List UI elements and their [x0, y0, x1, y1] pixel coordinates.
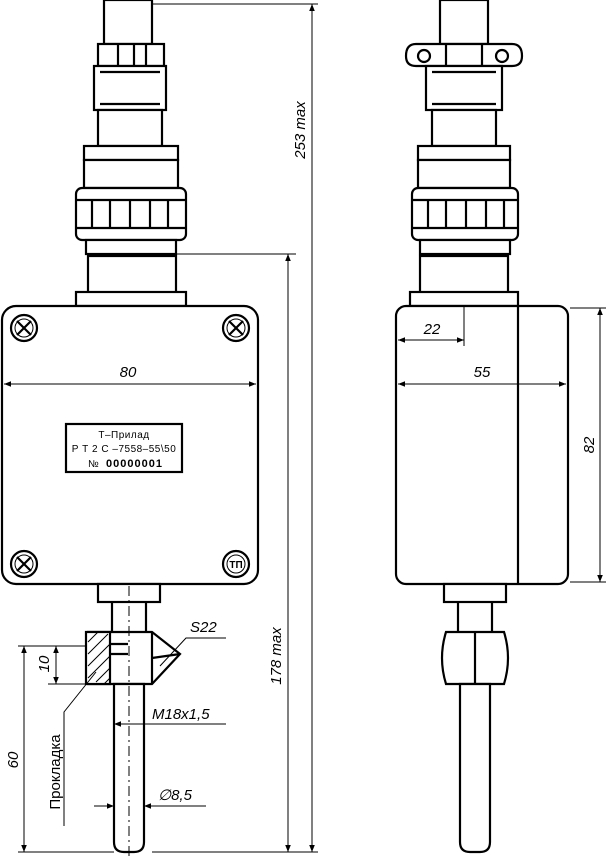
- side-connector-sleeve: [430, 108, 498, 148]
- tp-mark-icon: ТП: [221, 549, 251, 579]
- dim-probe-diameter: ∅8,5: [158, 787, 193, 804]
- coupling-upper: [82, 158, 180, 190]
- side-connector-cap: [438, 0, 490, 46]
- gasket-label: Прокладка: [47, 734, 64, 810]
- dim-box-height: 82: [581, 436, 598, 453]
- dim-probe-length: 60: [5, 751, 22, 768]
- screw-icon-top-left: [9, 313, 39, 343]
- dim-body-height: 178 max: [268, 627, 285, 685]
- connector-sleeve: [96, 108, 164, 148]
- gasket-leader: [63, 671, 97, 826]
- side-gland-thread: [418, 254, 510, 298]
- gland-thread: [86, 254, 178, 298]
- side-probe: [458, 682, 492, 854]
- connector-cap: [102, 0, 154, 46]
- side-box: [394, 304, 570, 586]
- side-connector-body: [424, 64, 504, 112]
- dim-overall-height: 253 max: [292, 101, 309, 160]
- front-view: ТП Т–Прилад Р Т 2 С –7558–55\50 № 000000…: [0, 0, 260, 856]
- dim-wrench-size: S22: [190, 619, 217, 636]
- side-gland-base: [408, 290, 520, 308]
- side-nut-base: [418, 238, 512, 256]
- dim-box-depth: 55: [474, 364, 491, 381]
- flange: [82, 144, 180, 162]
- side-bottom-fitting: [442, 582, 508, 604]
- nameplate-number-sign: №: [88, 459, 99, 470]
- dim-thread: M18x1,5: [152, 706, 210, 723]
- side-clip: [404, 42, 524, 68]
- screw-icon-top-right: [221, 313, 251, 343]
- gland-base: [74, 290, 188, 308]
- nut-base: [84, 238, 178, 256]
- dim-offset: 22: [423, 321, 441, 338]
- screw-icon-bottom-left: [9, 549, 39, 579]
- nameplate-manufacturer: Т–Прилад: [98, 430, 149, 441]
- side-coupling: [416, 158, 512, 190]
- dim-box-width: 80: [120, 364, 137, 381]
- nameplate-model: Р Т 2 С –7558–55\50: [72, 444, 177, 455]
- connector-body: [92, 64, 168, 112]
- nameplate-serial: 00000001: [106, 458, 163, 470]
- side-flange: [416, 144, 512, 162]
- nameplate: [64, 422, 184, 474]
- side-view: 22 55 82: [394, 0, 606, 854]
- connector-clip: [96, 42, 166, 68]
- dim-nut-height: 10: [36, 655, 53, 672]
- wrench-leader: [159, 637, 226, 667]
- front-dimensions: 253 max 178 max 10 60 Прокладка S22 M18x…: [5, 3, 318, 853]
- tp-mark-text: ТП: [229, 560, 242, 571]
